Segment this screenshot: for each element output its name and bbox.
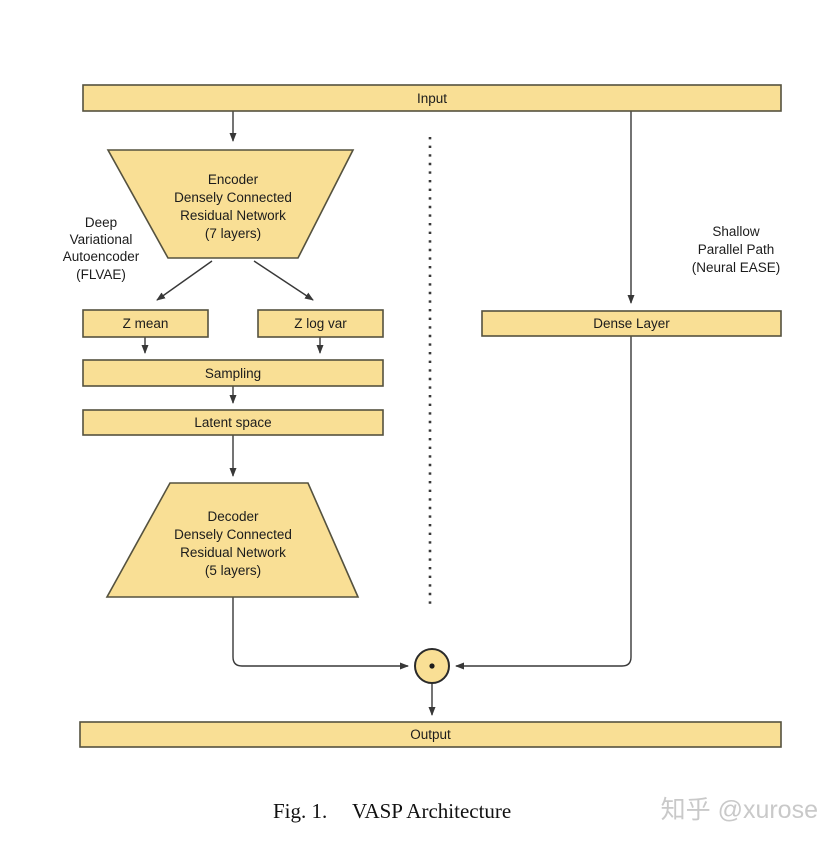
shallow-path-line3: (Neural EASE) [692,260,781,275]
encoder-label-line3: Residual Network [180,208,286,223]
center-dot [429,663,435,669]
node-dense-layer: Dense Layer [481,310,782,337]
caption-title: VASP Architecture [352,799,511,823]
node-elementwise-product [414,648,450,684]
node-input: Input [82,84,782,112]
shallow-path-line2: Parallel Path [698,242,775,257]
node-latent-space: Latent space [82,409,384,436]
watermark: 知乎 @xurose [661,796,818,824]
annotation-shallow-path: Shallow Parallel Path (Neural EASE) [692,224,781,275]
node-output: Output [79,721,782,748]
deep-path-line3: Autoencoder [63,249,140,264]
deep-path-line2: Variational [70,232,133,247]
figure-caption: Fig. 1. VASP Architecture [273,799,511,823]
encoder-label-line4: (7 layers) [205,226,261,241]
edge-dense-layer-to-multiply [455,336,632,670]
z-log-var-label: Z log var [294,316,347,331]
edge-decoder-to-multiply [232,597,409,670]
dense-layer-bar [481,310,782,337]
sampling-label: Sampling [205,366,261,381]
edge-encoder-to-z-mean [156,260,213,301]
z-mean-label: Z mean [123,316,169,331]
deep-path-line4: (FLVAE) [76,267,126,282]
encoder-label-line1: Encoder [208,172,259,187]
latent-space-label: Latent space [194,415,271,430]
diagram-edges [141,111,635,716]
node-encoder: Encoder Densely Connected Residual Netwo… [106,149,355,259]
edge-encoder-to-z-log-var [253,260,314,301]
z-log-var-box [257,309,384,338]
encoder-label-line2: Densely Connected [174,190,292,205]
shallow-path-line1: Shallow [712,224,760,239]
z-mean-box [82,309,209,338]
output-bar [79,721,782,748]
sampling-bar [82,359,384,387]
output-label: Output [410,727,451,742]
latent-space-bar [82,409,384,436]
input-bar [82,84,782,112]
decoder-label-line4: (5 layers) [205,563,261,578]
decoder-label-line1: Decoder [207,509,259,524]
input-label: Input [417,91,447,106]
decoder-label-line2: Densely Connected [174,527,292,542]
node-decoder: Decoder Densely Connected Residual Netwo… [105,482,360,598]
decoder-label-line3: Residual Network [180,545,286,560]
caption-fig-label: Fig. 1. [273,799,327,823]
encoder-trapezoid [106,149,355,259]
node-z-log-var: Z log var [257,309,384,338]
dense-layer-label: Dense Layer [593,316,670,331]
deep-path-line1: Deep [85,215,117,230]
node-sampling: Sampling [82,359,384,387]
decoder-trapezoid [105,482,360,598]
node-z-mean: Z mean [82,309,209,338]
annotation-deep-path: Deep Variational Autoencoder (FLVAE) [63,215,140,282]
